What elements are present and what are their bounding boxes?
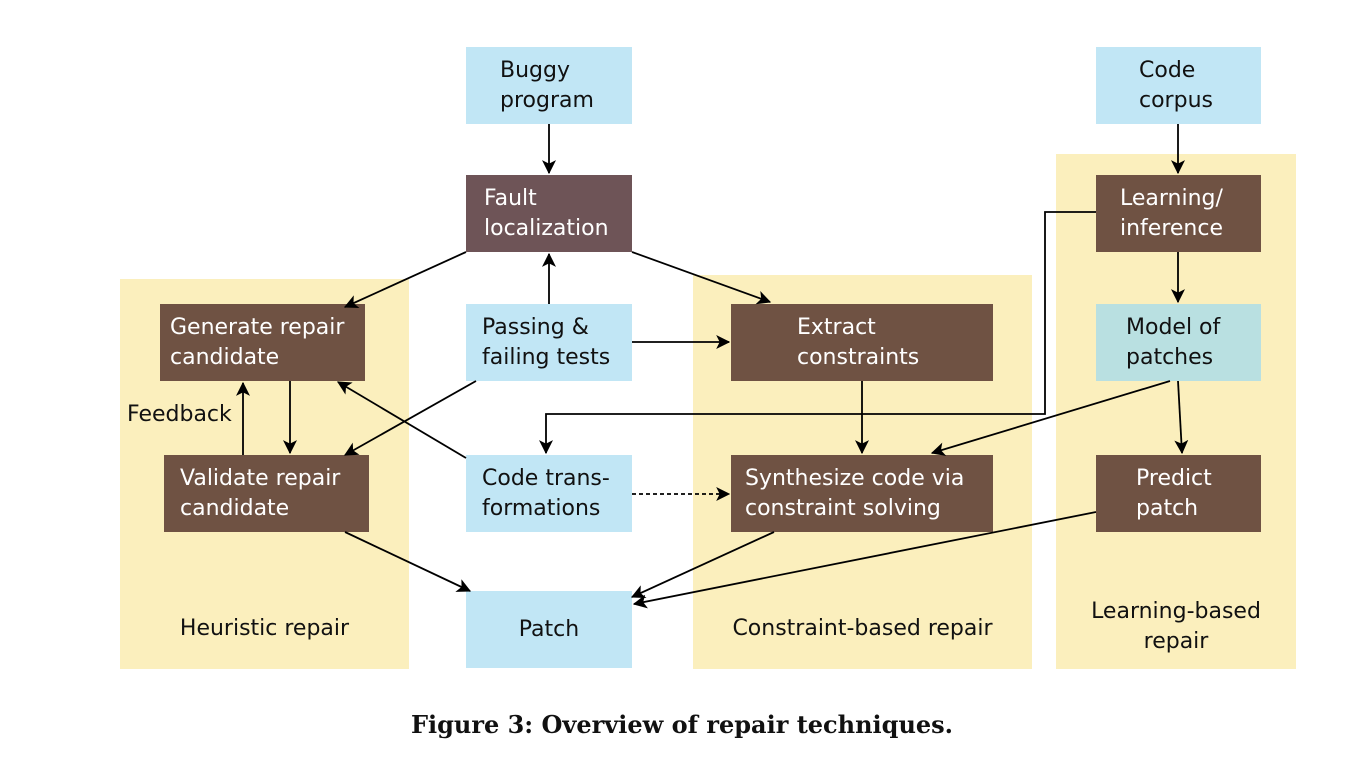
passing-failing-tests-node: Passing & failing tests	[466, 304, 632, 381]
code-corpus-label: Code corpus	[1139, 57, 1213, 113]
extract-constraints-label: Extract constraints	[797, 314, 920, 370]
synthesize-code-label: Synthesize code via constraint solving	[745, 465, 965, 521]
passing-failing-tests-label: Passing & failing tests	[482, 314, 611, 370]
feedback-label: Feedback	[127, 402, 232, 427]
code-corpus-node: Code corpus	[1096, 47, 1261, 124]
model-of-patches-node: Model of patches	[1096, 304, 1261, 381]
extract-constraints-node: Extract constraints	[731, 304, 993, 381]
fault-localization-label: Fault localization	[484, 185, 609, 241]
generate-repair-candidate-node: Generate repair candidate	[160, 304, 365, 381]
generate-repair-candidate-label: Generate repair candidate	[170, 314, 345, 370]
heuristic-repair-label: Heuristic repair	[179, 616, 350, 641]
patch-node: Patch	[466, 591, 632, 668]
learning-based-repair-label: Learning-based repair	[1091, 599, 1261, 654]
buggy-program-label: Buggy program	[500, 57, 594, 113]
model-of-patches-label: Model of patches	[1126, 314, 1221, 370]
learning-inference-node: Learning/ inference	[1096, 175, 1261, 252]
validate-repair-candidate-node: Validate repair candidate	[164, 455, 369, 532]
buggy-program-node: Buggy program	[466, 47, 632, 124]
synthesize-code-node: Synthesize code via constraint solving	[731, 455, 993, 532]
predict-patch-label: Predict patch	[1136, 465, 1212, 521]
constraint-based-repair-label: Constraint-based repair	[732, 616, 993, 641]
validate-repair-candidate-label: Validate repair candidate	[180, 465, 341, 521]
code-transformations-label: Code trans- formations	[482, 465, 610, 521]
fault-localization-node: Fault localization	[466, 175, 632, 252]
figure-caption: Figure 3: Overview of repair techniques.	[410, 710, 954, 739]
patch-label: Patch	[518, 616, 580, 642]
code-transformations-node: Code trans- formations	[466, 455, 632, 532]
predict-patch-node: Predict patch	[1096, 455, 1261, 532]
learning-inference-label: Learning/ inference	[1120, 185, 1224, 241]
